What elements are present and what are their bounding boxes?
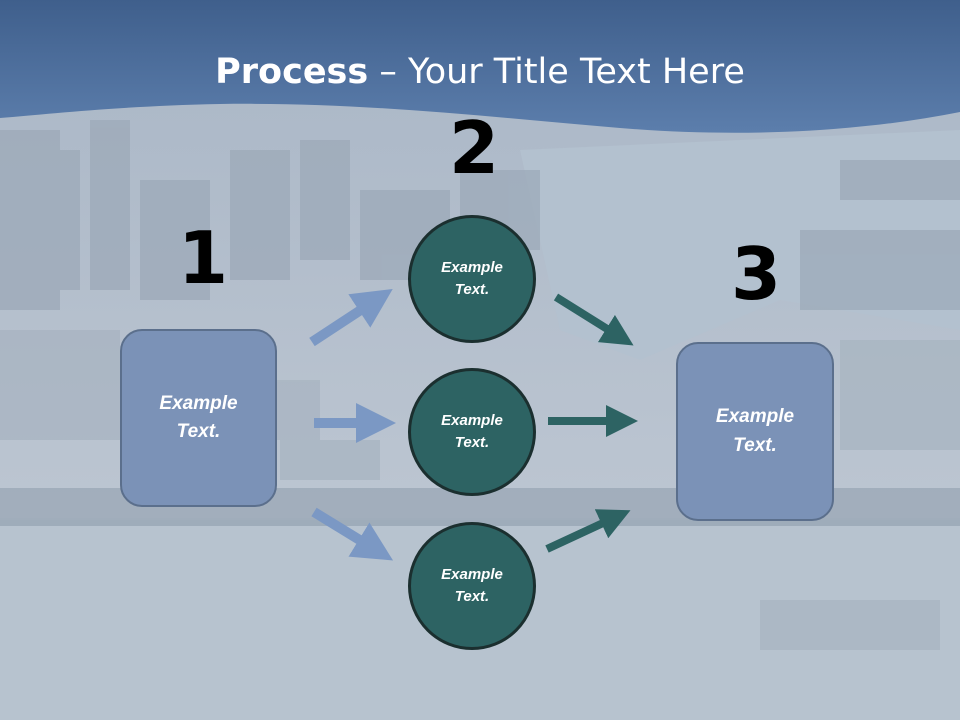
step-2-circle-label: Example Text. [441,411,503,452]
title-bold: Process [215,52,369,92]
arrow-right-icon [309,289,393,347]
arrow-right-icon [545,509,631,553]
step-2-circle-bottom: Example Text. [408,522,536,650]
title-rest: – Your Title Text Here [368,52,745,92]
step-3-box: Example Text. [676,342,834,521]
slide-title: Process – Your Title Text Here [0,52,960,92]
step-2-circle-label: Example Text. [441,565,503,606]
step-2-circle-top: Example Text. [408,215,536,343]
step-2-circle-middle: Example Text. [408,368,536,496]
step-3-label: Example Text. [715,406,795,456]
step-number-1: 1 [178,216,229,300]
step-number-3: 3 [731,232,782,316]
arrow-right-icon [553,293,634,346]
step-2-circle-label: Example Text. [441,258,503,299]
step-1-box: Example Text. [120,329,277,507]
step-number-2: 2 [449,106,500,190]
step-1-label: Example Text. [159,392,238,443]
arrow-right-icon [311,507,394,561]
